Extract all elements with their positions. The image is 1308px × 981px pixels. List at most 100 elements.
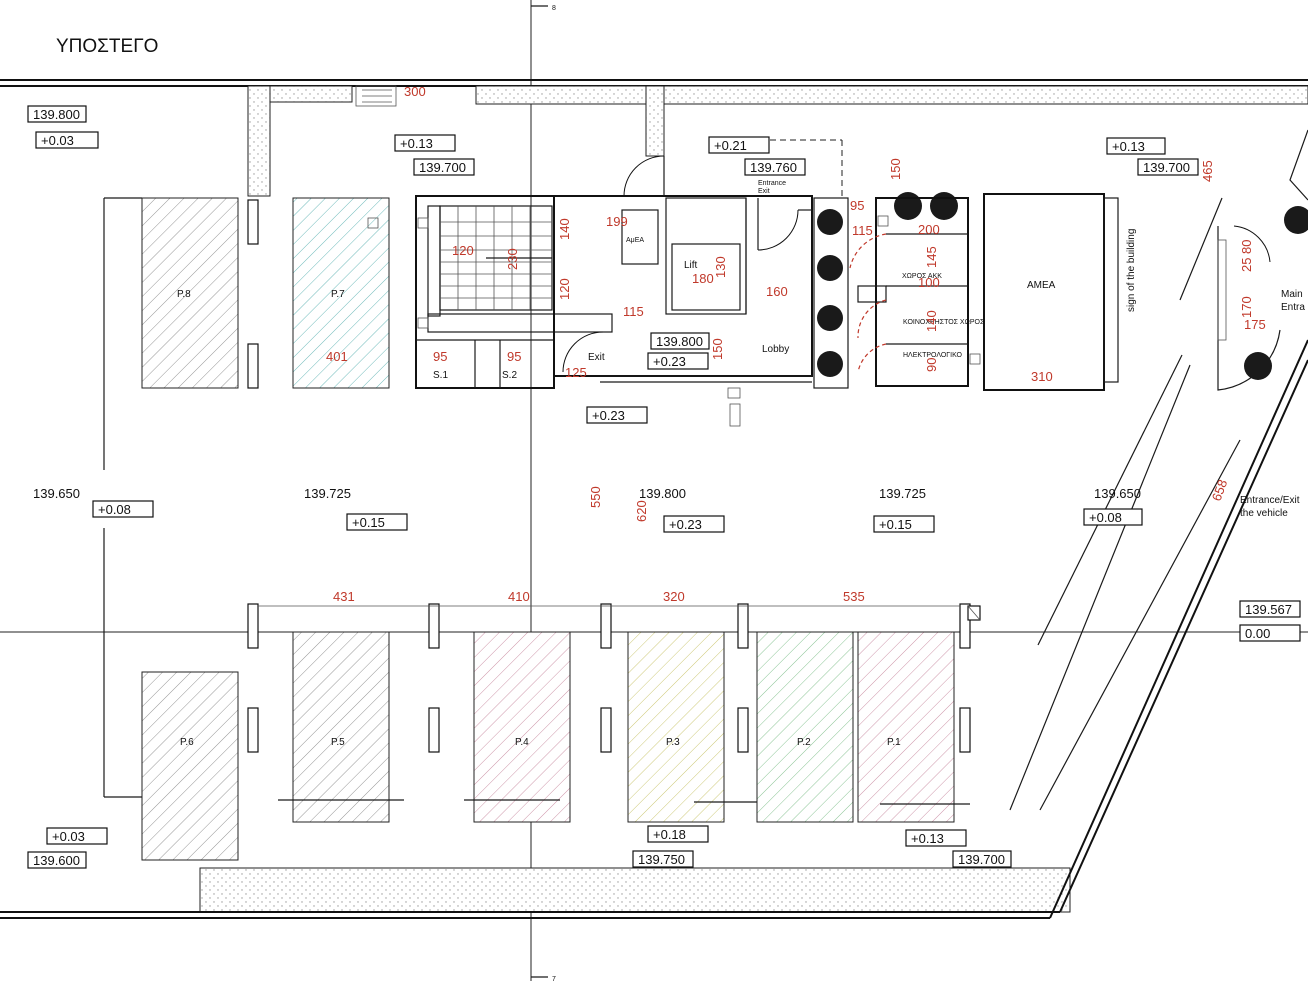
dimension-labels: 300 199 120 230 140 120 115 95 95 125 18… [333, 84, 1266, 604]
dimension: 95 [850, 198, 864, 213]
dimension: 160 [766, 284, 788, 299]
dimension: 431 [333, 589, 355, 604]
room-label-s1: S.1 [433, 370, 448, 381]
dimension: 410 [508, 589, 530, 604]
parking-space-p6: P.6 [103, 528, 239, 861]
main-entrance-label-1: Main [1281, 289, 1303, 300]
dimension: 170 [1239, 296, 1254, 318]
level-value: +0.03 [52, 829, 85, 844]
level-value: +0.03 [41, 133, 74, 148]
level-value: +0.15 [879, 517, 912, 532]
level-value: 139.700 [419, 160, 466, 175]
level-value: +0.23 [653, 354, 686, 369]
level-value: 0.00 [1245, 626, 1270, 641]
dimension: 125 [565, 365, 587, 380]
service-rooms: ΧΩΡΟΣ ΑΚΚ ΚΟΙΝΟΧΡΗΣΤΟΣ ΧΩΡΟΣ ΗΛΕΚΤΡΟΛΟΓΙ… [849, 197, 985, 387]
dimension: 620 [634, 500, 649, 522]
level-value: +0.08 [1089, 510, 1122, 525]
level-value: +0.13 [1112, 139, 1145, 154]
axis-mark-bottom: 7 [552, 976, 556, 981]
dimension: 550 [588, 486, 603, 508]
dimension: 100 [918, 275, 940, 290]
level-text: 139.650 [33, 486, 80, 501]
level-annotations: 139.800 +0.03 +0.13 139.700 +0.21 139.76… [27, 105, 1301, 869]
dimension: 300 [404, 84, 426, 99]
dimension: 145 [924, 246, 939, 268]
dimension: 95 [507, 349, 521, 364]
level-texts: 139.650 139.725 139.800 139.725 139.650 [33, 486, 1141, 501]
columns-upper [247, 199, 259, 389]
parking-space-p7: P.7 401 [292, 197, 390, 389]
room-label-a: ΧΩΡΟΣ ΑΚΚ [902, 273, 942, 280]
dimension: 320 [663, 589, 685, 604]
main-entrance-label-2: Entra [1281, 302, 1305, 313]
room-label-amea-big: ΑΜΕΑ [1027, 280, 1056, 291]
level-value: 139.600 [33, 853, 80, 868]
main-entrance: Main Entra [1217, 129, 1308, 391]
parking-label: P.4 [515, 737, 529, 748]
dimension: 200 [918, 222, 940, 237]
parking-space-p8: P.8 [103, 197, 239, 470]
level-text: 139.800 [639, 486, 686, 501]
vehicle-entrance-label-2: the vehicle [1240, 508, 1288, 519]
parking-space-p4: P.4 [464, 631, 571, 823]
parking-space-p5: P.5 [278, 631, 404, 823]
parking-label: P.8 [177, 289, 191, 300]
room-label-lobby: Lobby [762, 344, 789, 355]
level-value: +0.23 [592, 408, 625, 423]
level-value: +0.15 [352, 515, 385, 530]
room-label-amea-small: ΑμΕΑ [626, 237, 644, 244]
level-value: +0.08 [98, 502, 131, 517]
dimension: 25 [1239, 258, 1254, 272]
dimension: 140 [924, 310, 939, 332]
level-value: 139.567 [1245, 602, 1292, 617]
stair-core: S.1 S.2 [415, 195, 613, 389]
parking-space-p2: P.2 [756, 631, 854, 823]
columns-lower [247, 603, 981, 753]
parking-label: P.3 [666, 737, 680, 748]
level-value: +0.23 [669, 517, 702, 532]
level-value: +0.21 [714, 138, 747, 153]
parking-label: P.7 [331, 289, 345, 300]
dimension: 120 [557, 278, 572, 300]
bottom-boundary-wall [0, 339, 1308, 919]
parking-label: P.6 [180, 737, 194, 748]
dimension: 230 [505, 248, 520, 270]
dimension: 401 [326, 349, 348, 364]
dimension: 658 [1209, 478, 1231, 504]
level-value: +0.13 [400, 136, 433, 151]
dimension: 150 [888, 158, 903, 180]
room-label-lift: Lift [684, 260, 698, 271]
top-boundary-wall [0, 79, 1308, 197]
dimension: 90 [924, 358, 939, 372]
parking-space-p1: P.1 [857, 631, 970, 823]
plan-title: ΥΠΟΣΤΕΓΟ [56, 36, 158, 57]
dimension: 130 [713, 256, 728, 278]
dimension: 95 [433, 349, 447, 364]
dimension: 150 [710, 338, 725, 360]
level-text: 139.725 [879, 486, 926, 501]
level-value: 139.800 [33, 107, 80, 122]
dimension: 120 [452, 243, 474, 258]
axis-mark-top: 8 [552, 5, 556, 12]
dimension: 175 [1244, 317, 1266, 332]
dimension: 140 [557, 218, 572, 240]
dimension: 199 [606, 214, 628, 229]
room-label-b: ΚΟΙΝΟΧΡΗΣΤΟΣ ΧΩΡΟΣ [903, 319, 985, 326]
parking-label: P.5 [331, 737, 345, 748]
parking-label: P.2 [797, 737, 811, 748]
dimension: 180 [692, 271, 714, 286]
parking-space-p3: P.3 [627, 631, 778, 823]
level-value: 139.800 [656, 334, 703, 349]
vehicle-entrance-label-1: Entrance/Exit [1240, 495, 1300, 506]
lobby-block: ΑμΕΑ Lift Lobby Exit [553, 155, 813, 427]
dimension: 465 [1200, 160, 1215, 182]
level-text: 139.650 [1094, 486, 1141, 501]
level-value: +0.13 [911, 831, 944, 846]
dimension: 535 [843, 589, 865, 604]
dimension: 80 [1239, 240, 1254, 254]
dimension: 310 [1031, 369, 1053, 384]
dimension: 115 [623, 304, 644, 319]
